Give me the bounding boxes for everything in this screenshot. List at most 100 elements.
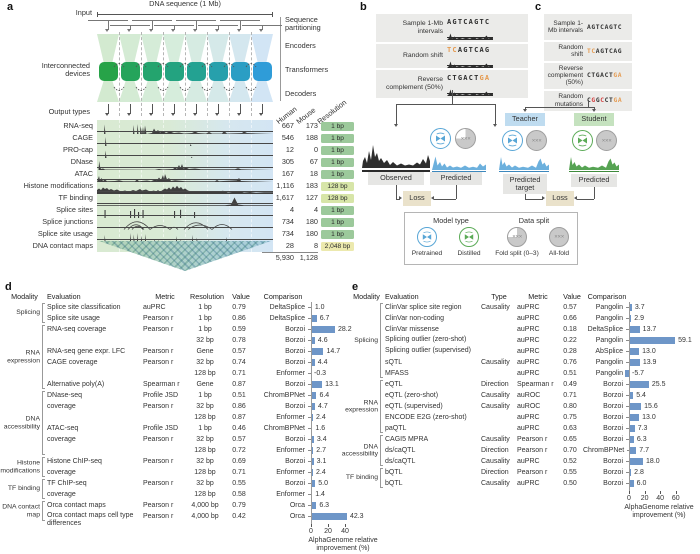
modality-label: DNA contact map xyxy=(2,503,40,518)
interconnected-devices-label: Interconnected devices xyxy=(41,61,90,79)
row-tick xyxy=(308,450,311,452)
arrow-down-icon xyxy=(193,29,198,32)
header-type: Type xyxy=(491,292,507,301)
partition-arrow xyxy=(262,26,263,30)
fold-split-icon: ✕✕✕ xyxy=(507,227,527,247)
cell-type: Causality xyxy=(481,304,510,311)
step-mini-track xyxy=(447,83,493,96)
fold-split-label: Fold split (0–3) xyxy=(495,250,539,257)
cell-comparison: Pangolin xyxy=(595,370,623,377)
bar-zone: 14.7 xyxy=(308,346,400,357)
line-endcap-left xyxy=(97,12,98,17)
axis-baseline xyxy=(629,302,630,491)
arrow-down-icon xyxy=(149,29,154,32)
step-mini-track xyxy=(447,55,493,68)
improvement-value: 6.3 xyxy=(636,435,647,443)
modality-label: Splicing xyxy=(354,336,378,344)
cell-metric: Pearson r xyxy=(517,436,548,443)
step-label: Reverse complement (50%) xyxy=(547,64,583,87)
cell-comparison: Orca xyxy=(289,502,305,509)
modality-label: DNA accessibility xyxy=(341,442,378,458)
bar-zone: 3.1 xyxy=(308,456,400,467)
axis-tick xyxy=(675,491,677,494)
modality-label: DNA accessibility xyxy=(3,415,40,430)
cell-metric: auPRC xyxy=(517,326,540,333)
row-tick xyxy=(626,417,629,419)
track-mouse-count: 18 xyxy=(309,169,318,178)
arrow-down-icon xyxy=(522,109,527,112)
decoder-shape xyxy=(251,81,273,102)
bar-zone: 4.7 xyxy=(308,401,400,412)
row-tick xyxy=(626,472,629,474)
transformer-box xyxy=(142,62,162,81)
cell-metric: auPRC xyxy=(517,348,540,355)
row-tick xyxy=(308,373,311,375)
interconnect-arc xyxy=(245,81,257,99)
resolution-chip: 1 bp xyxy=(321,157,354,167)
modality-label: RNA expression xyxy=(7,349,40,364)
legend-box: Model type Data split ✕✕✕ ✕✕✕ Pretrained… xyxy=(404,212,578,265)
bar-zone: 7.3 xyxy=(626,423,700,434)
step-label: Random shift xyxy=(402,52,443,60)
improvement-bar xyxy=(629,326,640,333)
improvement-value: 13.9 xyxy=(642,358,657,366)
sequence-segment: CTGACT xyxy=(587,72,614,80)
sequence-segment: T xyxy=(609,97,614,105)
cell-value: 0.65 xyxy=(563,436,577,443)
cell-resolution: 1 bp xyxy=(198,425,212,432)
stage-label-encoders: Encoders xyxy=(285,41,316,50)
transformer-box xyxy=(164,62,184,81)
dna-sequence: AGTCAGTC xyxy=(447,18,490,26)
data-split-title: Data split xyxy=(518,216,550,225)
cell-comparison: ChromBPNet xyxy=(263,392,305,399)
axis-tick-label: 0 xyxy=(309,527,313,535)
cell-metric: Pearson r xyxy=(143,502,174,509)
improvement-value: 1.0 xyxy=(314,303,325,311)
cell-comparison: Enformer xyxy=(276,491,305,498)
cell-metric: Pearson r xyxy=(143,480,174,487)
row-tick xyxy=(308,483,311,485)
interconnect-arc xyxy=(179,55,191,73)
resolution-chip: 1 bp xyxy=(321,121,354,131)
cell-comparison: Borzoi xyxy=(285,359,305,366)
cell-comparison: Borzoi xyxy=(285,348,305,355)
arrow-down-icon xyxy=(215,29,220,32)
modality-cell: RNA expression xyxy=(4,324,42,390)
improvement-bar xyxy=(311,348,324,355)
cell-value: 0.51 xyxy=(563,370,577,377)
improvement-bar xyxy=(311,502,317,509)
cell-resolution: 32 bp xyxy=(196,337,214,344)
stage-label-transformers: Transformers xyxy=(285,65,329,74)
modality-cell: Splicing xyxy=(350,302,380,379)
cell-resolution: 32 bp xyxy=(196,458,214,465)
partition-segment xyxy=(88,20,128,21)
interconnect-arc xyxy=(245,55,257,73)
interconnect-arc xyxy=(113,55,125,73)
improvement-value: 13.0 xyxy=(642,347,656,355)
improvement-value: 13.0 xyxy=(642,413,656,421)
arrow-down-icon xyxy=(237,113,242,116)
arrow-down-icon xyxy=(237,29,242,32)
improvement-bar xyxy=(629,381,649,388)
connector xyxy=(396,185,397,199)
resolution-chip: 128 bp xyxy=(321,193,354,203)
row-tick xyxy=(308,472,311,474)
track-human-count: 734 xyxy=(281,229,294,238)
step-content: AGTCAGTC xyxy=(587,24,629,31)
